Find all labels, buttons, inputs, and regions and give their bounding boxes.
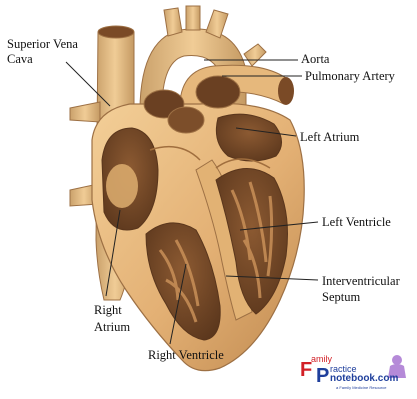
label-left-atrium: Left Atrium (300, 130, 359, 144)
label-right-ventricle: Right Ventricle (148, 348, 224, 362)
fpnotebook-logo[interactable]: F P amily ractice notebook.com a Family … (296, 352, 417, 392)
label-interventricular-line2: Septum (322, 290, 360, 304)
label-pulmonary-artery: Pulmonary Artery (305, 69, 395, 83)
label-superior-vena-cava-line1: Superior Vena (7, 37, 78, 51)
logo-tagline: a Family Medicine Resource (336, 385, 386, 390)
label-right-atrium-line1: Right (94, 303, 122, 317)
logo-notebook: notebook.com (330, 373, 398, 384)
label-superior-vena-cava-line2: Cava (7, 52, 33, 66)
label-aorta: Aorta (301, 52, 329, 66)
label-right-atrium-line2: Atrium (94, 320, 130, 334)
label-left-ventricle: Left Ventricle (322, 215, 391, 229)
label-interventricular-line1: Interventricular (322, 274, 400, 288)
logo-amily: amily (311, 354, 332, 364)
logo-big-p: P (316, 366, 329, 386)
